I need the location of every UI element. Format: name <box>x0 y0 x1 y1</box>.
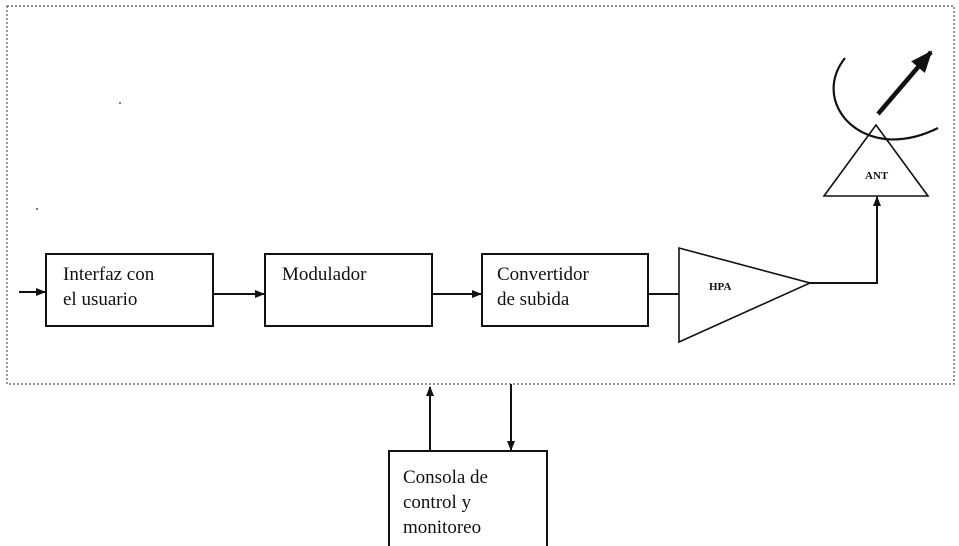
convertidor-block <box>481 253 649 327</box>
hpa-label: HPA <box>709 281 732 293</box>
modulador-block <box>264 253 433 327</box>
convertidor-label-line2: de subida <box>497 289 570 310</box>
interfaz-label-line1: Interfaz con <box>63 264 155 285</box>
modulador-label: Modulador <box>282 262 366 287</box>
system-boundary-frame <box>6 5 955 385</box>
convertidor-label: Convertidor de subida <box>497 262 589 312</box>
antenna-radiation-arrow <box>876 50 933 116</box>
consola-label-line1: Consola de <box>403 467 488 488</box>
interfaz-label-line2: el usuario <box>63 289 138 310</box>
modulador-label-line1: Modulador <box>282 264 367 285</box>
scan-dot <box>119 102 121 104</box>
convertidor-label-line1: Convertidor <box>497 264 589 285</box>
interfaz-label: Interfaz con el usuario <box>63 262 154 312</box>
antenna-triangle <box>822 123 930 197</box>
antenna-dish-arc <box>832 57 939 141</box>
consola-label-line3: monitoreo <box>403 517 482 538</box>
hpa-amplifier-triangle <box>678 246 813 344</box>
consola-block <box>388 450 548 546</box>
line-hpa-to-antenna <box>810 196 881 284</box>
interfaz-block <box>45 253 214 327</box>
antenna-label: ANT <box>865 170 889 182</box>
consola-label-line2: control y <box>403 492 472 513</box>
consola-label: Consola de control y monitoreo <box>403 465 488 540</box>
scan-dot <box>36 208 38 210</box>
